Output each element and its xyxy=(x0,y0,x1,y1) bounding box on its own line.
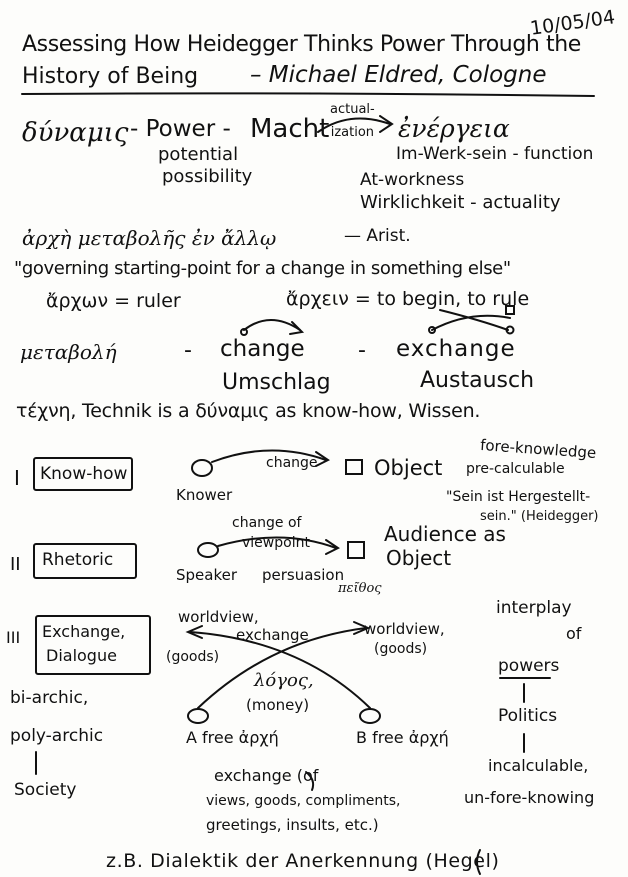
section-2-object: Object xyxy=(386,546,452,570)
exchange-arrow-1 xyxy=(431,314,511,331)
pre-calculable: pre-calculable xyxy=(466,461,565,477)
section-2-number: II xyxy=(10,554,21,575)
section-2-arrowhead xyxy=(325,539,340,555)
im-werk-sein-label: Im-Werk-sein - function xyxy=(396,144,594,164)
section-1-arrow-label: change xyxy=(266,455,318,471)
exchange-arc-a-arrowhead xyxy=(353,621,371,635)
persuasion-label: persuasion xyxy=(262,566,345,584)
logos-greek: λόγος, xyxy=(254,670,314,691)
exchange-arrow-label: exchange xyxy=(236,626,309,644)
section-1-label: Know-how xyxy=(40,464,128,484)
change-arrowhead xyxy=(289,321,305,335)
goods-right: (goods) xyxy=(374,641,428,657)
section-1-object: Object xyxy=(374,456,443,480)
potential-label: potential xyxy=(158,144,239,165)
interplay-label: interplay xyxy=(496,598,572,618)
exchange-target-box xyxy=(505,305,515,315)
dash-1: - xyxy=(184,338,192,363)
politics-label: Politics xyxy=(498,706,558,726)
section-1-number: I xyxy=(14,466,20,490)
hegel-paren-left xyxy=(476,849,481,875)
title-line-1: Assessing How Heidegger Thinks Power Thr… xyxy=(22,32,581,57)
possibility-label: possibility xyxy=(162,166,253,187)
actualization-arrow xyxy=(317,117,391,133)
goods-left: (goods) xyxy=(166,649,220,665)
section-2-label: Rhetoric xyxy=(42,550,114,570)
power-word: - Power - xyxy=(130,116,231,142)
actualization-arrowhead xyxy=(379,115,394,133)
a-free-arche: A free ἀρχή xyxy=(186,728,279,747)
a-circle xyxy=(187,708,209,724)
views-goods-label: views, goods, compliments, xyxy=(206,793,401,809)
change-arc-arrow xyxy=(243,319,301,331)
viewpoint-label: viewpoint xyxy=(242,535,310,551)
heidegger-quote-2: sein." (Heidegger) xyxy=(480,509,599,524)
knower-circle xyxy=(191,459,213,477)
change-word: change xyxy=(220,336,305,362)
section-3-box xyxy=(35,615,151,675)
speaker-circle xyxy=(197,542,219,558)
wirklichkeit-label: Wirklichkeit - actuality xyxy=(360,192,561,213)
poly-archic-label: poly-archic xyxy=(10,726,104,746)
section-1-object-box xyxy=(345,459,363,475)
aristotle-citation: — Arist. xyxy=(344,226,411,246)
energeia-greek: ἐνέργεια xyxy=(398,114,510,143)
section-1-arrow xyxy=(211,449,327,463)
techne-line: τέχνη, Technik is a δύναμις as know-how,… xyxy=(16,400,481,422)
peithos-greek: πεῖθος xyxy=(338,581,382,596)
bi-archic-label: bi-archic, xyxy=(10,688,89,708)
heidegger-quote-1: "Sein ist Hergestellt- xyxy=(446,489,591,505)
change-of-label: change of xyxy=(232,515,302,531)
exchange-of-label: exchange (of xyxy=(214,766,319,785)
section-1-box xyxy=(33,457,133,491)
exchange-of-bracket xyxy=(305,771,315,791)
arche-metabole-phrase: ἀρχὴ μεταβολῆς ἐν ἄλλῳ xyxy=(22,226,277,250)
b-free-arche: B free ἀρχή xyxy=(356,728,449,747)
umschlag-word: Umschlag xyxy=(222,370,331,395)
exchange-arc-b-to-a xyxy=(189,631,371,709)
greetings-insults-label: greetings, insults, etc.) xyxy=(206,816,379,834)
un-fore-knowing-label: un-fore-knowing xyxy=(464,788,595,807)
at-workness-label: At-workness xyxy=(360,170,465,190)
speaker-label: Speaker xyxy=(176,566,238,584)
section-2-arrow xyxy=(217,536,337,549)
section-2-box xyxy=(33,543,137,579)
austausch-word: Austausch xyxy=(420,368,535,393)
exchange-word: exchange xyxy=(396,336,516,362)
exchange-arrow-2 xyxy=(439,309,509,331)
actualization-label: actual- ization xyxy=(330,102,375,141)
dash-2: - xyxy=(358,338,366,363)
archon-ruler: ἄρχων = ruler xyxy=(46,290,181,312)
exchange-arc-a-to-b xyxy=(197,627,367,709)
section-3-label-1: Exchange, xyxy=(42,622,126,641)
macht-word: Macht xyxy=(250,114,330,144)
footer-hegel: z.B. Dialektik der Anerkennung (Hegel) xyxy=(106,850,500,872)
audience-label: Audience as xyxy=(384,522,506,546)
dynamis-greek: δύναμις xyxy=(22,118,129,148)
incalculable-label: incalculable, xyxy=(488,756,589,775)
section-1-arrowhead xyxy=(315,451,330,467)
powers-label: powers xyxy=(498,656,560,676)
exchange-arc-b-arrowhead xyxy=(185,625,203,639)
money-label: (money) xyxy=(246,696,310,714)
exchange-left-dot xyxy=(428,326,436,334)
section-2-object-box xyxy=(347,541,365,559)
archein-begin-rule: ἄρχειν = to begin, to rule xyxy=(286,288,530,310)
section-3-label-2: Dialogue xyxy=(46,646,117,665)
society-label: Society xyxy=(14,780,77,800)
of-label: of xyxy=(566,624,582,643)
b-circle xyxy=(359,708,381,724)
metabole-greek: μεταβολή xyxy=(20,340,117,364)
author: – Michael Eldred, Cologne xyxy=(250,62,547,88)
section-1-knower: Knower xyxy=(176,486,233,504)
title-underline xyxy=(21,92,595,97)
section-3-number: III xyxy=(6,628,21,647)
worldview-right: worldview, xyxy=(364,620,445,638)
worldview-left: worldview, xyxy=(178,608,259,626)
governing-definition: "governing starting-point for a change i… xyxy=(14,258,511,279)
title-line-2: History of Being xyxy=(22,64,199,89)
